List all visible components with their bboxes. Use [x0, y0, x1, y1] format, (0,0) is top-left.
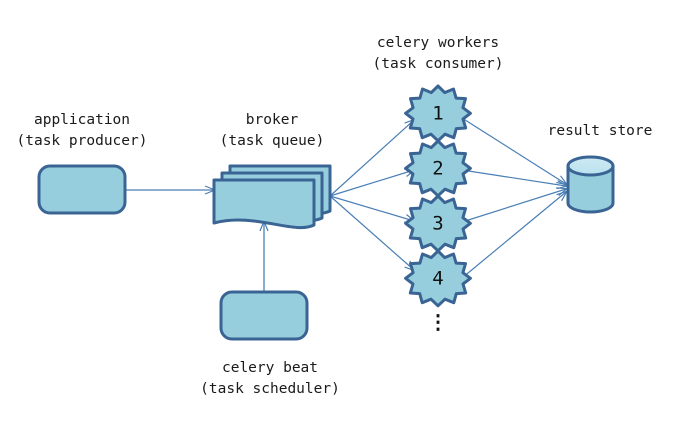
edge-worker-3-to-result-store	[461, 189, 566, 223]
node-application[interactable]	[37, 164, 127, 215]
node-result-store[interactable]	[566, 155, 615, 214]
celery-beat-label-line2: (task scheduler)	[200, 381, 340, 397]
node-worker-3[interactable]: 3	[404, 194, 472, 253]
result-store-top	[566, 155, 615, 177]
celery-beat-box[interactable]	[219, 290, 309, 341]
edge-worker-4-to-result-store	[461, 192, 566, 279]
worker-1-number: 1	[432, 103, 443, 125]
broker-document-front[interactable]	[212, 178, 316, 230]
edge-worker-2-to-result-store	[461, 169, 566, 186]
application-label-line2: (task producer)	[17, 133, 148, 149]
node-worker-4[interactable]: 4	[404, 249, 472, 308]
application-label-line1: application	[34, 112, 130, 128]
result-store-body[interactable]	[566, 164, 615, 214]
workers-ellipsis: ⋮	[428, 310, 448, 334]
node-celery-beat[interactable]	[219, 290, 309, 341]
worker-3-number: 3	[432, 213, 443, 235]
result-store-label: result store	[548, 123, 653, 139]
worker-2-number: 2	[432, 158, 443, 180]
edge-broker-to-worker-3	[329, 195, 414, 221]
edge-broker-to-worker-4	[329, 195, 414, 270]
celery-beat-label-line1: celery beat	[222, 360, 318, 376]
application-box[interactable]	[37, 164, 127, 215]
worker-4-number: 4	[432, 268, 443, 290]
node-worker-1[interactable]: 1	[404, 84, 472, 143]
edge-group	[126, 117, 566, 292]
worker-4-starburst[interactable]	[404, 249, 472, 308]
node-broker[interactable]	[212, 164, 332, 230]
node-worker-2[interactable]: 2	[404, 139, 472, 198]
celery-workers-label-line2: (task consumer)	[373, 56, 504, 72]
broker-label-line2: (task queue)	[220, 133, 325, 149]
broker-label-line1: broker	[246, 112, 299, 128]
edge-broker-to-worker-1	[329, 120, 414, 197]
edge-worker-1-to-result-store	[461, 117, 566, 184]
edge-broker-to-worker-2	[329, 170, 414, 197]
celery-workers-label-line1: celery workers	[377, 35, 499, 51]
